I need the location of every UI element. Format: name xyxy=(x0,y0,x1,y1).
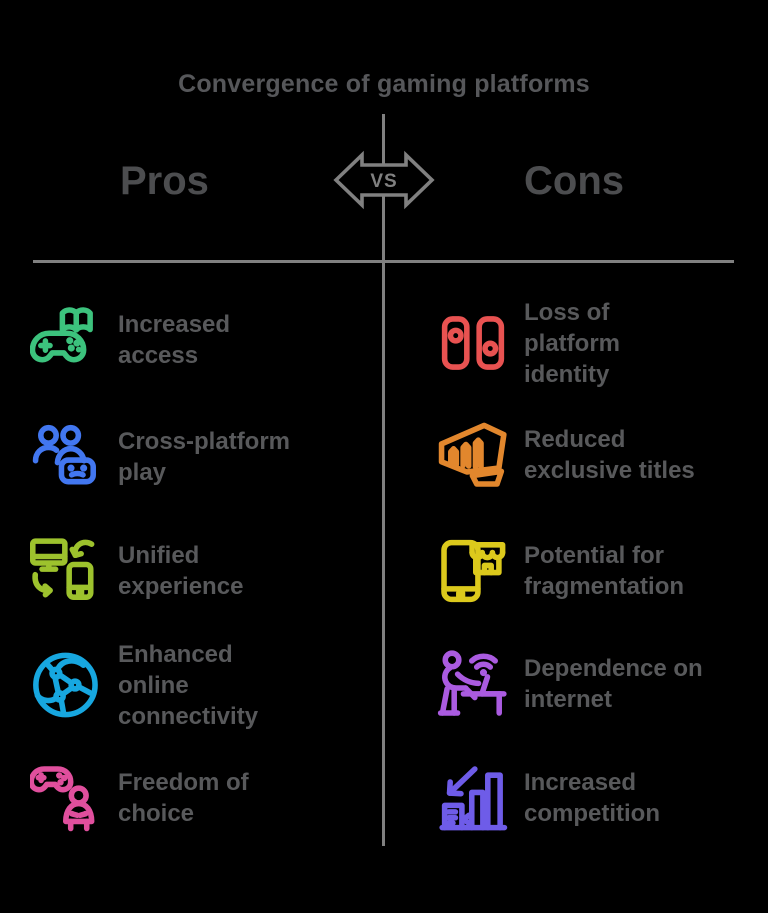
phone-store-icon xyxy=(436,534,510,608)
pros-heading: Pros xyxy=(120,159,209,203)
cons-item-reduced-exclusive-titles: Reduced exclusive titles xyxy=(436,395,695,515)
vertical-divider xyxy=(382,114,385,846)
horizontal-divider xyxy=(33,260,734,263)
gamepad-person-icon xyxy=(30,761,104,835)
item-label: Unified experience xyxy=(118,542,244,600)
cons-item-potential-for-fragmentation: Potential for fragmentation xyxy=(436,511,684,631)
people-gamepad-icon xyxy=(30,420,104,494)
page-title: Convergence of gaming platforms xyxy=(178,70,590,98)
cons-item-dependence-on-internet: Dependence on internet xyxy=(436,624,703,744)
cons-item-increased-competition: Increased competition xyxy=(436,738,660,858)
cons-item-loss-of-platform-identity: Loss of platform identity xyxy=(436,283,620,403)
item-label: Freedom of choice xyxy=(118,769,249,827)
pros-item-freedom-of-choice: Freedom of choice xyxy=(30,738,249,858)
pros-item-unified-experience: Unified experience xyxy=(30,511,243,631)
globe-network-icon xyxy=(30,648,104,722)
joycons-icon xyxy=(436,306,510,380)
item-label: Cross-platform play xyxy=(118,428,291,486)
person-desk-wifi-icon xyxy=(436,647,510,721)
item-label: Increased competition xyxy=(524,769,660,827)
item-label: Loss of platform identity xyxy=(524,298,620,388)
chart-arrow-icon xyxy=(436,761,510,835)
pros-item-enhanced-online-connectivity: Enhanced online connectivity xyxy=(30,625,258,745)
item-label: Potential for fragmentation xyxy=(524,542,685,600)
gamepad-book-icon xyxy=(30,303,104,377)
fist-emblem-icon xyxy=(436,418,510,492)
item-label: Dependence on internet xyxy=(524,655,703,713)
vs-badge-icon: VS xyxy=(333,150,435,210)
vs-label: VS xyxy=(370,171,397,192)
cons-heading: Cons xyxy=(524,159,624,203)
pros-item-cross-platform-play: Cross-platform play xyxy=(30,397,290,517)
item-label: Enhanced online connectivity xyxy=(118,640,259,730)
item-label: Reduced exclusive titles xyxy=(524,426,695,484)
pros-item-increased-access: Increased access xyxy=(30,280,230,400)
item-label: Increased access xyxy=(118,311,231,369)
devices-sync-icon xyxy=(30,534,104,608)
